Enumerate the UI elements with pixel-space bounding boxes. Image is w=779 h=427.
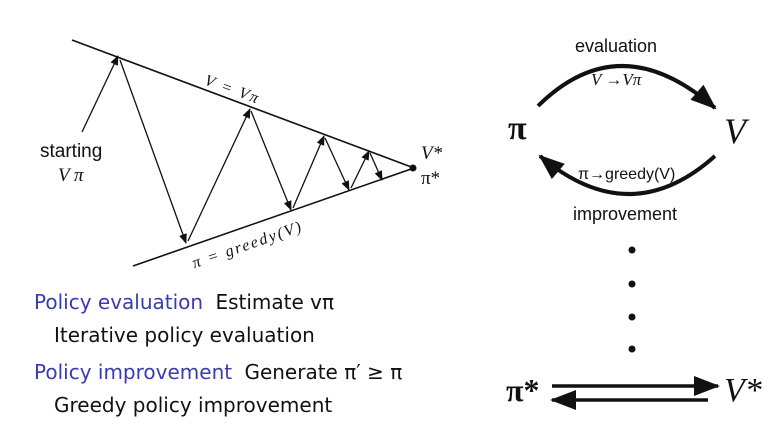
zigzag-arrow-1 bbox=[119, 59, 187, 244]
ellipsis-dots bbox=[628, 246, 636, 353]
policy-improvement-term: Policy improvement bbox=[34, 360, 233, 384]
convergence-point bbox=[409, 164, 417, 172]
zigzag-arrow-4 bbox=[292, 135, 325, 209]
upper-line-v-equals-vpi bbox=[71, 39, 415, 169]
improvement-arc bbox=[538, 154, 717, 196]
improvement-title: improvement bbox=[573, 204, 678, 224]
zigzag-arrow-6 bbox=[350, 150, 370, 189]
v-star-node-label: V* bbox=[724, 372, 762, 409]
starting-label: starting bbox=[40, 141, 103, 162]
v-node-label: V bbox=[724, 111, 746, 151]
pi-star-label: π* bbox=[421, 168, 441, 189]
zigzag-arrow-2 bbox=[187, 108, 251, 242]
pi-star-node-label: π* bbox=[506, 372, 540, 408]
policy-evaluation-line: Policy evaluation Estimate vπ bbox=[34, 290, 334, 314]
improvement-formula: π→greedy(V) bbox=[578, 166, 676, 183]
policy-evaluation-term: Policy evaluation bbox=[34, 290, 204, 314]
evaluation-formula: V →Vπ bbox=[591, 70, 642, 89]
evaluation-arc bbox=[536, 64, 717, 110]
policy-improvement-line: Policy improvement Generate π′ ≥ π bbox=[34, 360, 402, 384]
zigzag-arrow-3 bbox=[250, 110, 292, 211]
zigzag-arrow-5 bbox=[324, 137, 350, 191]
lower-line-pi-greedy bbox=[132, 167, 415, 267]
zigzag-arrows bbox=[81, 55, 383, 244]
policy-improvement-desc: Generate π′ ≥ π bbox=[244, 360, 403, 384]
evaluation-title: evaluation bbox=[575, 36, 658, 56]
zigzag-arrow-7 bbox=[369, 152, 383, 181]
policy-improvement-detail: Greedy policy improvement bbox=[54, 393, 333, 417]
starting-values-label: V π bbox=[58, 165, 84, 186]
policy-evaluation-desc: Estimate vπ bbox=[215, 290, 335, 314]
start-arrow bbox=[81, 55, 119, 133]
pi-node-label: π bbox=[508, 110, 527, 147]
v-star-label: V* bbox=[421, 143, 443, 164]
policy-evaluation-detail: Iterative policy evaluation bbox=[54, 323, 315, 347]
